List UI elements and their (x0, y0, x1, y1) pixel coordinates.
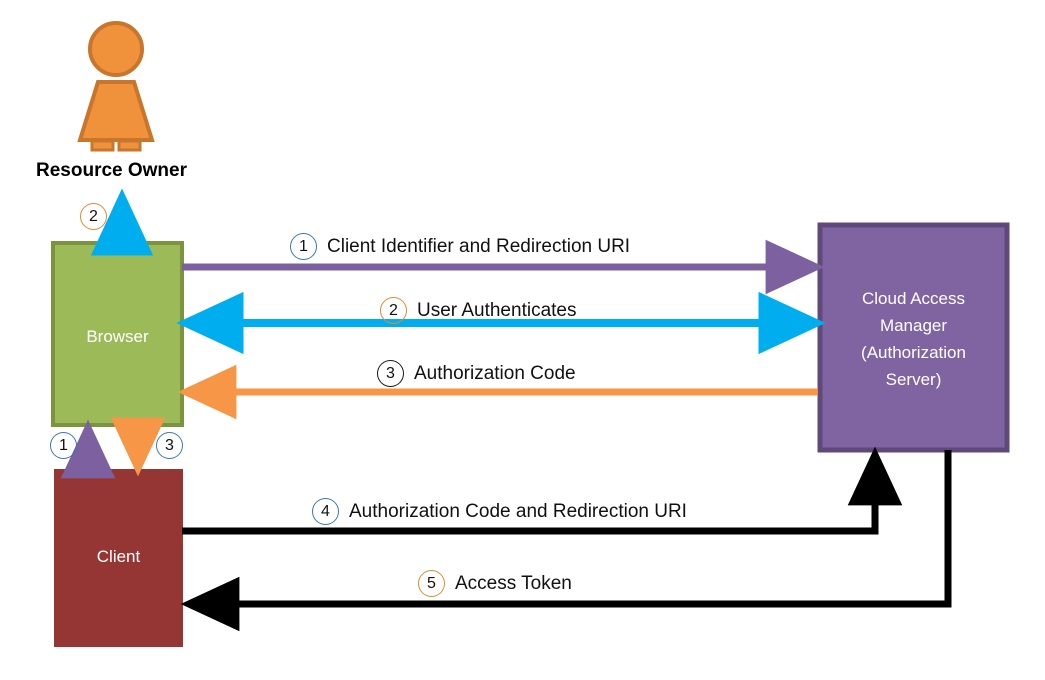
flow-5-text: Access Token (455, 572, 572, 594)
flow-2-text: User Authenticates (417, 299, 577, 321)
node-browser[interactable] (51, 241, 184, 427)
flow-4-text: Authorization Code and Redirection URI (349, 500, 687, 522)
arrow-flow-5 (180, 450, 952, 632)
resource-owner-caption: Resource Owner (36, 160, 187, 181)
flow-label-1: 1 Client Identifier and Redirection URI (290, 233, 630, 260)
arrow-flow-4 (182, 446, 903, 535)
flow-label-2: 2 User Authenticates (380, 297, 576, 324)
flow-1-badge: 1 (290, 233, 317, 260)
flow-4-badge: 4 (312, 498, 339, 525)
node-client[interactable] (54, 469, 183, 647)
step-marker-client-to-browser: 1 (50, 432, 77, 459)
flow-2-badge: 2 (380, 297, 407, 324)
person-icon (77, 21, 155, 152)
flow-label-4: 4 Authorization Code and Redirection URI (312, 498, 687, 525)
flow-label-5: 5 Access Token (418, 570, 572, 597)
step-marker-browser-to-client: 3 (156, 432, 183, 459)
step-marker-browser-to-resource-owner: 2 (80, 203, 107, 230)
flow-3-badge: 3 (377, 360, 404, 387)
flow-5-badge: 5 (418, 570, 445, 597)
flow-label-3: 3 Authorization Code (377, 360, 576, 387)
node-authorization-server[interactable] (817, 222, 1010, 453)
flow-1-text: Client Identifier and Redirection URI (327, 235, 631, 257)
flow-3-text: Authorization Code (414, 362, 576, 384)
